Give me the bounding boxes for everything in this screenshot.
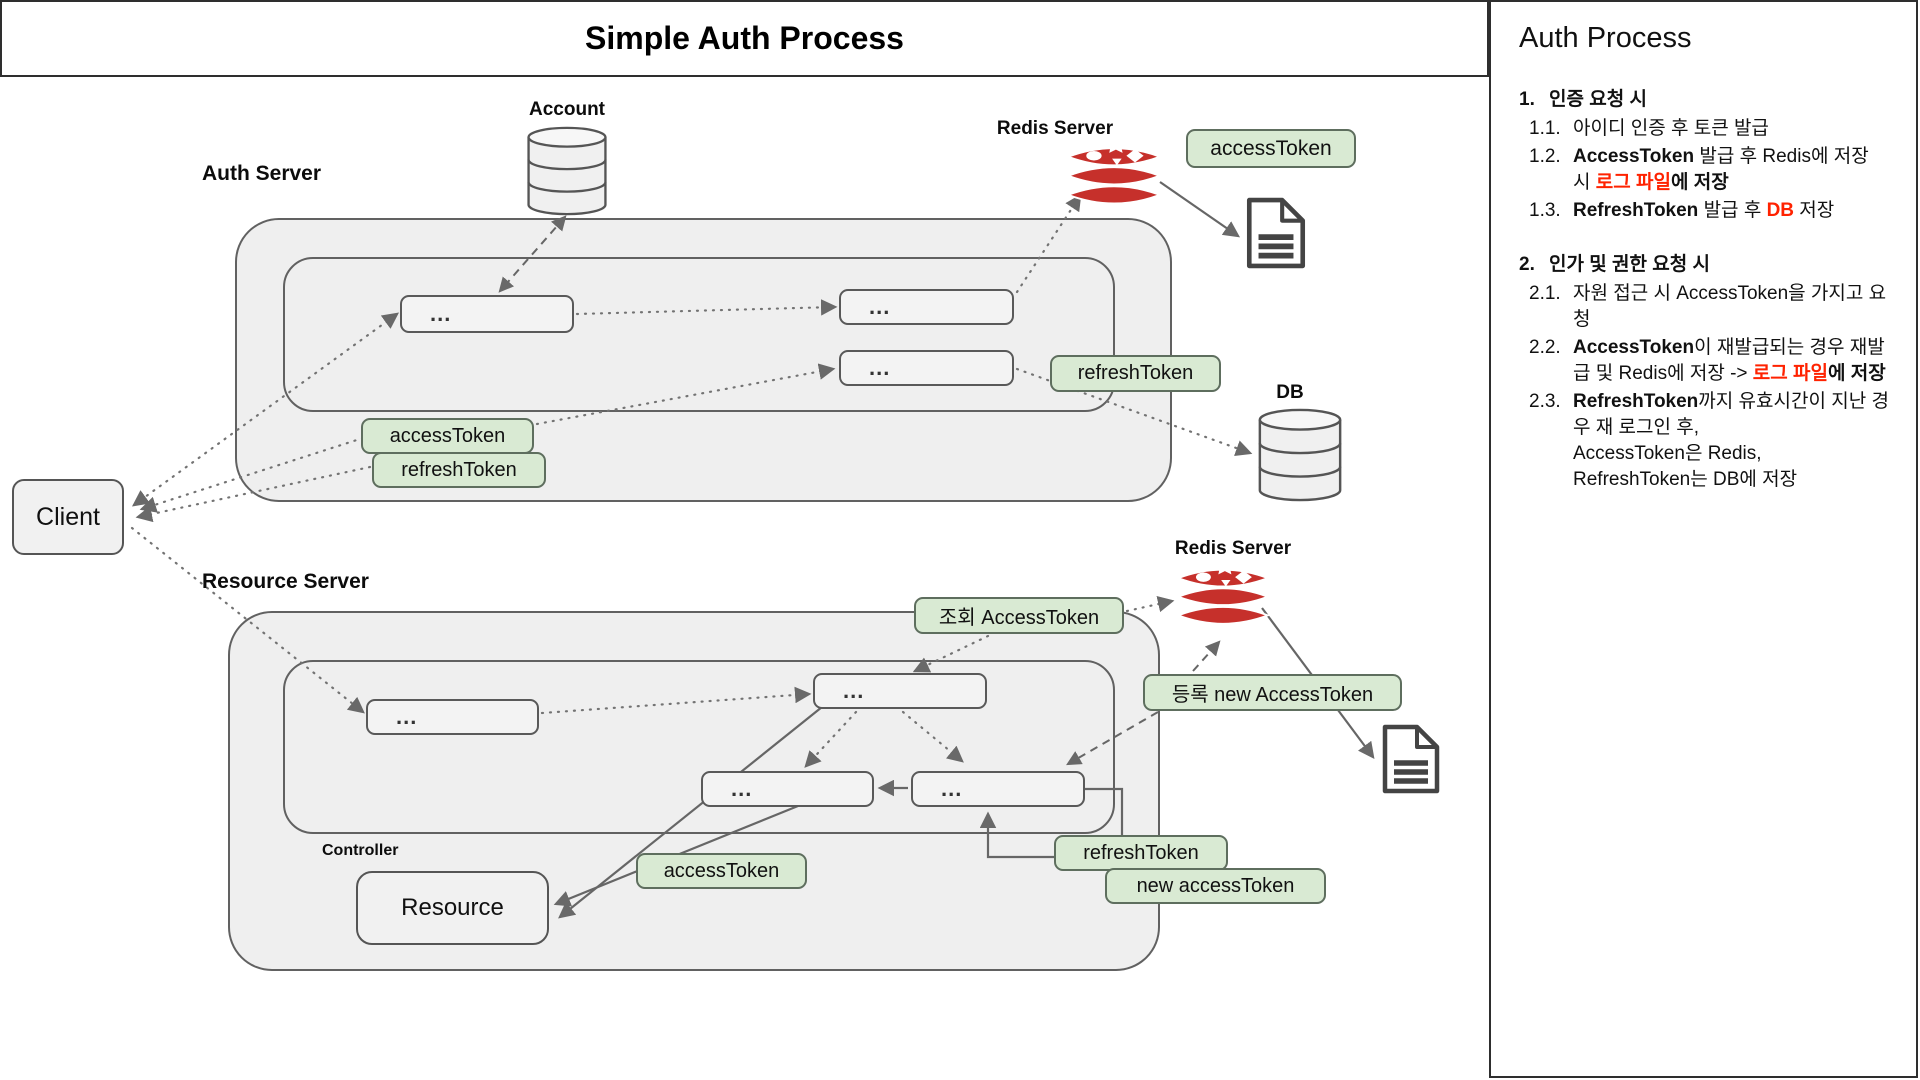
redis-icon-top xyxy=(1064,130,1164,214)
controller-label: Controller xyxy=(322,842,399,859)
panel-title: Auth Process xyxy=(1519,22,1692,54)
section-number: 2. xyxy=(1519,254,1535,275)
resource-server-label: Resource Server xyxy=(202,570,369,593)
ellipsis-box-resource-4: ... xyxy=(911,771,1085,807)
list-item-2-3: 2.3. RefreshToken까지 유효시간이 지난 경우 재 로그인 후,… xyxy=(1529,391,1889,490)
section-heading-text: 인증 요청 시 xyxy=(1549,89,1647,110)
account-database-icon xyxy=(521,126,613,216)
account-label: Account xyxy=(529,99,605,120)
section-number: 1. xyxy=(1519,89,1535,110)
auth-server-inner-group xyxy=(283,257,1115,412)
list-item-1-1: 1.1. 아이디 인증 후 토큰 발급 xyxy=(1529,118,1769,139)
client-node: Client xyxy=(12,479,124,555)
register-new-accesstoken-pill: 등록 new AccessToken xyxy=(1143,674,1402,711)
ellipsis-box-resource-1: ... xyxy=(366,699,539,735)
accesstoken-pill-top: accessToken xyxy=(1186,129,1356,168)
ellipsis-box-resource-2: ... xyxy=(813,673,987,709)
new-accesstoken-pill: new accessToken xyxy=(1105,868,1326,904)
redis-server-label-top: Redis Server xyxy=(996,118,1114,139)
lookup-accesstoken-pill: 조회 AccessToken xyxy=(914,597,1124,634)
title-bar: Simple Auth Process xyxy=(0,0,1489,77)
resource-label: Resource xyxy=(401,894,504,921)
auth-server-label: Auth Server xyxy=(202,162,322,185)
resource-node: Resource xyxy=(356,871,549,945)
accesstoken-pill-resource: accessToken xyxy=(636,853,807,889)
ellipsis-box-resource-3: ... xyxy=(701,771,874,807)
side-panel: Auth Process 1. 인증 요청 시 1.1. 아이디 인증 후 토큰… xyxy=(1489,0,1918,1078)
redis-server-label-bottom: Redis Server xyxy=(1174,538,1292,559)
list-item-2-1: 2.1. 자원 접근 시 AccessToken을 가지고 요청 xyxy=(1529,283,1887,330)
log-file-icon-top xyxy=(1243,196,1309,270)
list-item-1-3: 1.3. RefreshToken 발급 후 DB 저장 xyxy=(1529,200,1835,221)
refreshtoken-pill-auth-inner: refreshToken xyxy=(1050,355,1221,392)
log-file-icon-bottom xyxy=(1379,723,1443,795)
refreshtoken-pill-resource: refreshToken xyxy=(1054,835,1228,871)
section-heading-text: 인가 및 권한 요청 시 xyxy=(1549,254,1710,275)
panel-section-2: 2. 인가 및 권한 요청 시 2.1. 자원 접근 시 AccessToken… xyxy=(1519,252,1890,493)
page-title: Simple Auth Process xyxy=(585,20,904,56)
ellipsis-box-auth-2: ... xyxy=(839,289,1014,325)
list-item-1-2: 1.2. AccessToken 발급 후 Redis에 저장 시 로그 파일에… xyxy=(1529,146,1874,193)
db-database-icon xyxy=(1254,408,1346,502)
ellipsis-box-auth-3: ... xyxy=(839,350,1014,386)
db-label: DB xyxy=(1276,382,1304,403)
section-heading: 2. 인가 및 권한 요청 시 xyxy=(1519,252,1890,278)
resource-server-inner-group xyxy=(283,660,1115,834)
client-label: Client xyxy=(36,502,100,531)
ellipsis-box-auth-1: ... xyxy=(400,295,574,333)
section-heading: 1. 인증 요청 시 xyxy=(1519,87,1890,113)
accesstoken-pill-auth: accessToken xyxy=(361,418,534,454)
redis-icon-bottom xyxy=(1175,552,1271,634)
panel-section-1: 1. 인증 요청 시 1.1. 아이디 인증 후 토큰 발급 1.2. Acce… xyxy=(1519,87,1890,224)
refreshtoken-pill-auth: refreshToken xyxy=(372,452,546,488)
list-item-2-2: 2.2. AccessToken이 재발급되는 경우 재발급 및 Redis에 … xyxy=(1529,337,1886,384)
